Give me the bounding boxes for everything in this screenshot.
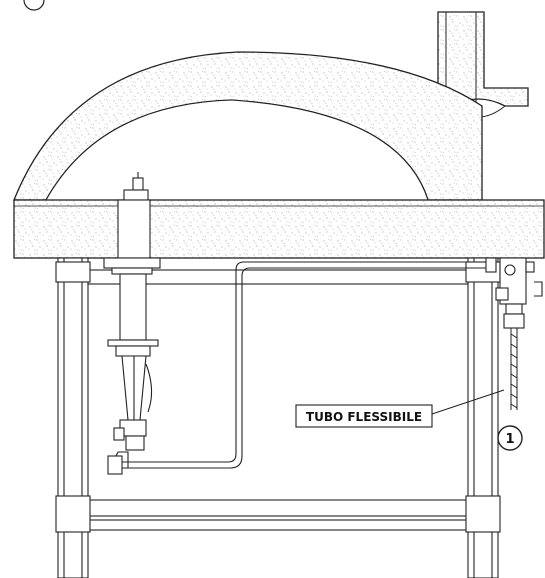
oven-dome <box>13 51 483 201</box>
flexible-hose <box>510 328 518 410</box>
callout-1: 1 <box>497 425 523 451</box>
gas-valve <box>495 257 543 329</box>
hose-label-text: TUBO FLESSIBILE <box>306 410 422 424</box>
hose-leader-line <box>431 389 505 415</box>
support-frame <box>55 257 501 578</box>
top-caption <box>23 0 45 11</box>
gas-pipe <box>107 257 497 475</box>
oven-floor-slab <box>13 199 545 259</box>
hose-label-box: TUBO FLESSIBILE <box>295 404 433 428</box>
burner-assembly <box>103 172 161 469</box>
callout-1-number: 1 <box>505 432 514 447</box>
